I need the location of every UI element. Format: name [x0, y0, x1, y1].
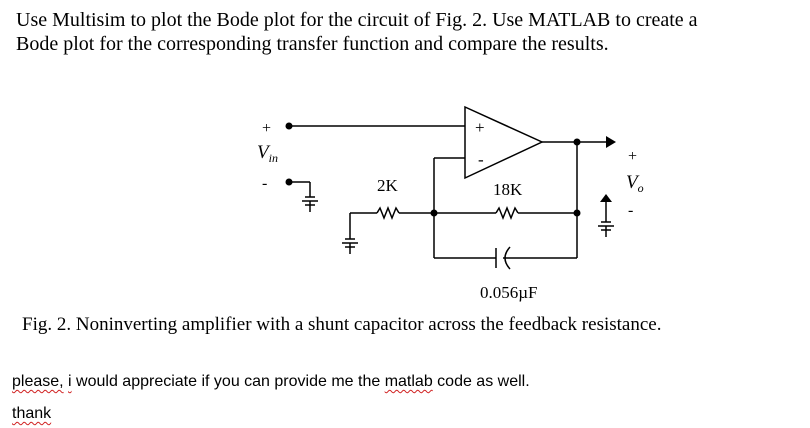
output-plus-sign: + — [628, 148, 637, 165]
word-thank: thank — [12, 405, 52, 422]
word-matlab: matlab — [384, 373, 433, 390]
opamp-triangle — [464, 105, 544, 180]
question-text: Use Multisim to plot the Bode plot for t… — [16, 8, 801, 56]
output-minus-sign: - — [628, 202, 633, 219]
opamp-plus-sign: + — [475, 118, 485, 137]
question-line-2: Bode plot for the corresponding transfer… — [16, 33, 609, 55]
word-please: please, — [12, 373, 64, 390]
resistor-18k — [495, 205, 519, 221]
ground-symbol-r1 — [342, 238, 358, 254]
comment-line-1: please, i would appreciate if you can pr… — [12, 372, 530, 392]
figure-caption: Fig. 2. Noninverting amplifier with a sh… — [22, 314, 662, 335]
output-arrow — [606, 136, 616, 148]
output-ground-arrow — [600, 194, 612, 202]
r1-label: 2K — [377, 176, 399, 195]
circuit-diagram: + - Vin + - 2K 18K 0.056µF + - Vo — [257, 105, 644, 302]
opamp-minus-sign: - — [478, 150, 484, 169]
input-plus-sign: + — [262, 120, 271, 137]
resistor-2k — [376, 205, 400, 221]
word-i: i — [68, 373, 72, 390]
user-comment: please, i would appreciate if you can pr… — [12, 372, 530, 424]
question-line-1: Use Multisim to plot the Bode plot for t… — [16, 9, 698, 31]
output-voltage-label: Vo — [626, 172, 644, 195]
input-minus-sign: - — [262, 175, 267, 192]
feedback-node-dot — [430, 209, 438, 217]
comment-text-end: code as well. — [432, 373, 530, 390]
capacitor-label: 0.056µF — [480, 283, 538, 302]
output-node-dot — [573, 138, 581, 146]
input-terminal-top — [285, 122, 293, 130]
output-feedback-node-dot — [573, 209, 581, 217]
comment-line-2: thank — [12, 404, 530, 424]
r2-label: 18K — [493, 180, 523, 199]
ground-symbol-input — [302, 196, 318, 212]
ground-symbol-output — [598, 221, 614, 237]
input-voltage-label: Vin — [257, 142, 278, 165]
comment-text-mid: would appreciate if you can provide me t… — [71, 373, 385, 390]
input-terminal-bottom — [285, 178, 293, 186]
